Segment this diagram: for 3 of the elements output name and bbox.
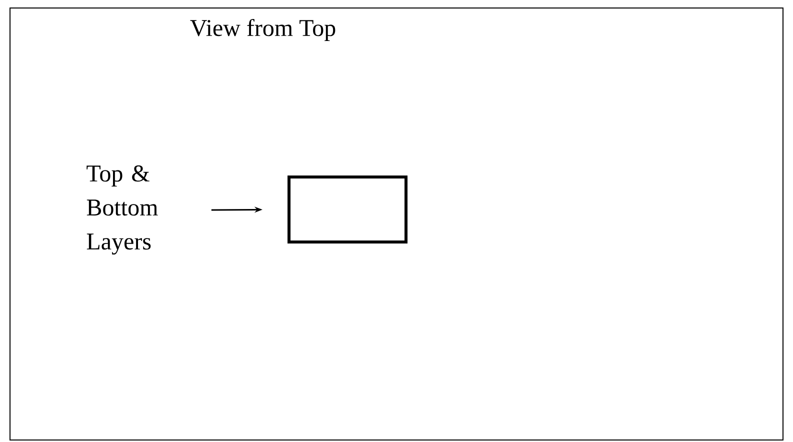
text-label: Top & Bottom Layers [86, 165, 158, 255]
box-shape [288, 176, 408, 244]
title: View from Top [190, 19, 336, 41]
